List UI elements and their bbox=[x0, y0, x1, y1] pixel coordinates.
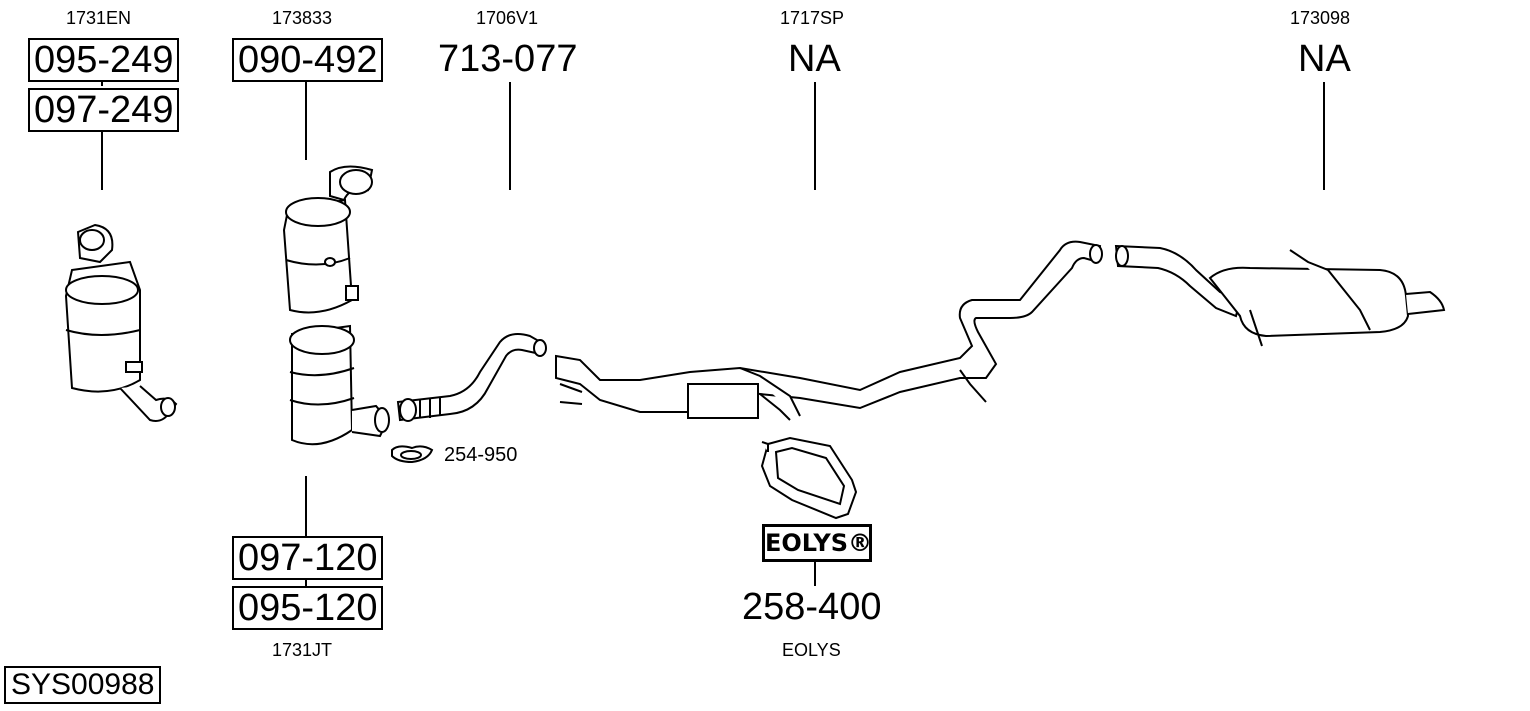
part-number-090-492[interactable]: 090-492 bbox=[232, 38, 384, 82]
part-number-254-950[interactable]: 254-950 bbox=[444, 444, 518, 466]
part-ref-EOLYS: EOLYS bbox=[782, 640, 841, 660]
front-pipe-713-077 bbox=[396, 333, 547, 422]
catalyst-173833 bbox=[282, 165, 374, 314]
part-ref-1731EN: 1731EN bbox=[66, 8, 132, 28]
clamp-254-950 bbox=[391, 445, 434, 464]
part-ref-1717SP: 1717SP bbox=[780, 8, 845, 28]
part-number-097-249[interactable]: 097-249 bbox=[28, 88, 180, 132]
eolys-tank bbox=[760, 436, 858, 520]
part-ref-1706V1: 1706V1 bbox=[476, 8, 539, 28]
part-ref-173098: 173098 bbox=[1290, 8, 1351, 28]
part-number-713-077[interactable]: 713-077 bbox=[438, 38, 578, 80]
eolys-badge: EOLYS® bbox=[762, 524, 872, 562]
part-number-na-173098[interactable]: NA bbox=[1298, 38, 1351, 80]
part-number-095-249[interactable]: 095-249 bbox=[28, 38, 180, 82]
rear-silencer-173098 bbox=[1114, 244, 1446, 347]
part-number-097-120[interactable]: 097-120 bbox=[232, 536, 384, 580]
mid-pipe-1717SP bbox=[555, 240, 1103, 421]
particulate-filter-1731JT bbox=[289, 324, 390, 446]
part-number-na-1717SP[interactable]: NA bbox=[788, 38, 841, 80]
part-ref-1731JT: 1731JT bbox=[272, 640, 333, 660]
part-number-258-400[interactable]: 258-400 bbox=[742, 586, 882, 628]
catalyst-1731EN bbox=[64, 223, 178, 422]
part-number-095-120[interactable]: 095-120 bbox=[232, 586, 384, 630]
system-code: SYS00988 bbox=[4, 666, 162, 704]
part-ref-173833: 173833 bbox=[272, 8, 333, 28]
